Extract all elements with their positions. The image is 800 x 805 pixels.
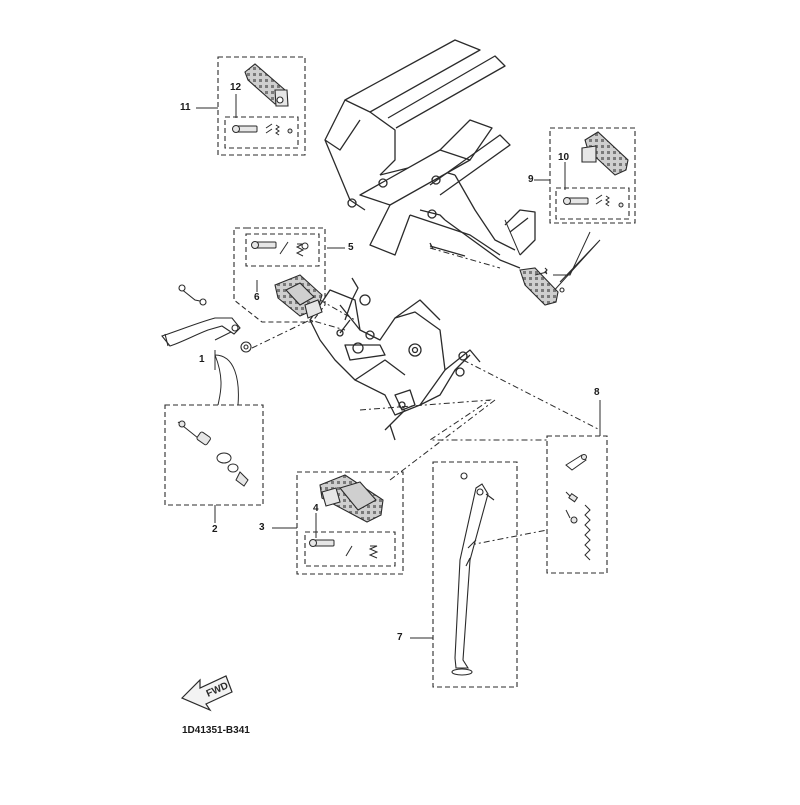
- callout-6: 6: [254, 292, 260, 303]
- box-11: [217, 56, 306, 156]
- box-5: [233, 227, 326, 323]
- callout-2: 2: [212, 524, 218, 535]
- part-10-hardware: [563, 194, 624, 208]
- callout-1: 1: [199, 354, 205, 365]
- box-6-inner: [245, 233, 320, 267]
- box-4-inner: [304, 531, 396, 567]
- connector-lines: [251, 247, 601, 546]
- part-rear-footrest-right: [581, 131, 629, 176]
- group-boxes: [164, 56, 636, 688]
- callout-5: 5: [348, 242, 354, 253]
- diagram-code: 1D41351-B341: [182, 725, 250, 736]
- part-12-hardware: [232, 123, 293, 136]
- part-6-hardware: [251, 241, 309, 257]
- box-7: [432, 461, 518, 688]
- callout-12: 12: [230, 82, 242, 93]
- box-10-inner: [555, 187, 630, 220]
- frame-assembly: [309, 39, 536, 441]
- part-2-hardware: [177, 420, 249, 487]
- part-side-stand: [451, 472, 495, 676]
- box-8: [546, 435, 608, 574]
- part-rear-footrest-left: [244, 63, 289, 107]
- part-frame-footpeg: [519, 267, 565, 306]
- box-12-inner: [224, 116, 299, 149]
- box-9: [549, 127, 636, 224]
- callout-3: 3: [259, 522, 265, 533]
- part-3-footrest: [319, 474, 384, 523]
- part-brake-pedal: [161, 284, 252, 353]
- leader-lines: [196, 94, 601, 639]
- part-8-hardware: [565, 454, 591, 561]
- callout-7: 7: [397, 632, 403, 643]
- box-3: [296, 471, 404, 575]
- callout-4: 4: [313, 503, 319, 514]
- callout-9: 9: [528, 174, 534, 185]
- part-4-hardware: [309, 539, 379, 559]
- fwd-arrow-icon: FWD: [180, 675, 233, 712]
- callout-11: 11: [180, 102, 191, 113]
- part-front-footrest: [274, 274, 323, 319]
- callout-10: 10: [558, 152, 570, 163]
- callout-8: 8: [594, 387, 600, 398]
- box-2: [164, 404, 264, 506]
